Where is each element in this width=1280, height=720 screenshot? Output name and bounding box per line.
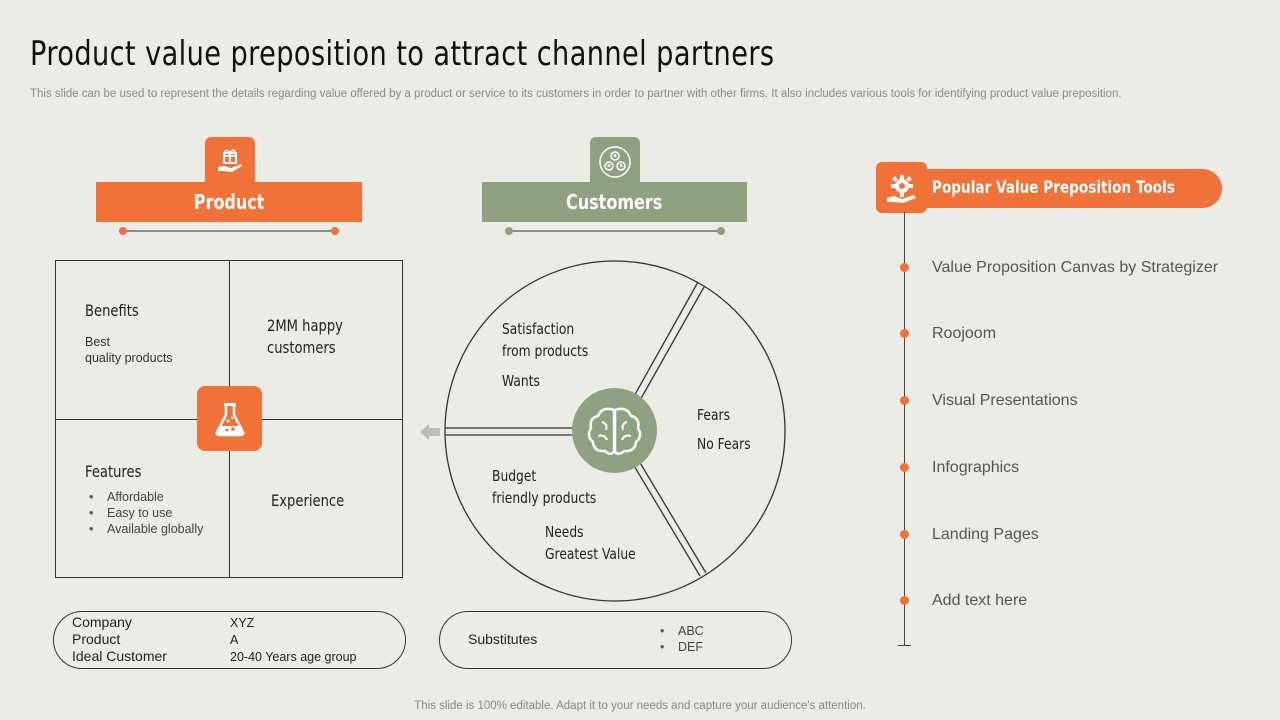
customers-banner: Customers <box>482 182 747 222</box>
tool-dot-4 <box>900 463 909 472</box>
substitutes-list: ABC DEF <box>656 623 704 655</box>
tool-item-1: Value Proposition Canvas by Strategizer <box>932 259 1219 276</box>
product-value: A <box>230 633 239 647</box>
substitute-item-1: ABC <box>656 623 704 639</box>
feature-item-2: Easy to use <box>85 505 203 521</box>
feature-item-3: Available globally <box>85 521 203 537</box>
tool-item-6: Add text here <box>932 592 1028 609</box>
product-divider <box>119 227 339 235</box>
pie-segment-needs-2: Needs Greatest Value <box>545 521 656 565</box>
company-info-pill <box>53 611 406 669</box>
customers-banner-label: Customers <box>566 190 663 214</box>
seg2-line-2: No Fears <box>697 435 751 453</box>
gear-hand-icon <box>876 162 927 213</box>
seg3-line-3: Needs <box>545 523 584 541</box>
flask-icon <box>197 386 262 451</box>
substitutes-label: Substitutes <box>468 631 538 647</box>
happy-line-1: 2MM happy <box>267 316 343 335</box>
tool-item-3: Visual Presentations <box>932 392 1078 409</box>
feature-item-1: Affordable <box>85 489 203 505</box>
page-subtitle: This slide can be used to represent the … <box>30 88 1122 100</box>
experience-label: Experience <box>271 491 345 510</box>
company-label: Company <box>72 614 132 630</box>
tool-dot-3 <box>900 396 909 405</box>
pie-segment-fears: Fears No Fears <box>697 404 762 455</box>
benefits-line-2: quality products <box>85 351 173 365</box>
tools-timeline-line <box>904 212 905 645</box>
company-info-values: XYZ A 20-40 Years age group <box>230 615 357 666</box>
product-banner: Product <box>96 182 362 222</box>
page-footer: This slide is 100% editable. Adapt it to… <box>414 700 866 712</box>
features-cell: Features Affordable Easy to use Availabl… <box>85 461 203 537</box>
tool-dot-2 <box>900 329 909 338</box>
product-banner-label: Product <box>193 190 265 214</box>
company-value: XYZ <box>230 616 255 630</box>
happy-customers-cell: 2MM happy customers <box>267 315 360 359</box>
company-info-labels: Company Product Ideal Customer <box>72 614 167 665</box>
benefits-cell: Benefits Best quality products <box>85 300 173 366</box>
seg2-line-1: Fears <box>697 406 730 424</box>
tools-banner-label: Popular Value Preposition Tools <box>932 178 1175 198</box>
ideal-customer-value: 20-40 Years age group <box>230 650 357 664</box>
seg1-line-2: from products <box>502 342 589 360</box>
seg3-line-4: Greatest Value <box>545 545 636 563</box>
experience-cell: Experience <box>271 490 360 512</box>
ideal-customer-label: Ideal Customer <box>72 648 167 664</box>
page-title: Product value preposition to attract cha… <box>30 34 775 74</box>
pie-segment-needs: Budget friendly products <box>492 465 619 509</box>
tools-timeline-end <box>898 645 911 646</box>
seg1-line-1: Satisfaction <box>502 320 575 338</box>
tool-dot-1 <box>900 263 909 272</box>
brain-icon <box>572 388 657 473</box>
substitute-item-2: DEF <box>656 639 704 655</box>
tools-banner <box>876 169 1222 208</box>
pie-segment-wants: Satisfaction from products Wants <box>502 318 607 392</box>
features-title: Features <box>85 462 142 481</box>
tool-dot-6 <box>900 596 909 605</box>
happy-line-2: customers <box>267 338 336 357</box>
benefits-title: Benefits <box>85 301 139 320</box>
benefits-line-1: Best <box>85 335 111 349</box>
seg3-line-1: Budget <box>492 467 537 485</box>
tool-item-2: Roojoom <box>932 325 997 342</box>
tool-item-5: Landing Pages <box>932 526 1039 543</box>
seg3-line-2: friendly products <box>492 489 597 507</box>
tool-item-4: Infographics <box>932 459 1020 476</box>
customers-divider <box>505 227 725 235</box>
gift-hand-icon <box>205 137 255 187</box>
product-label: Product <box>72 631 121 647</box>
users-icon <box>590 137 640 187</box>
tool-dot-5 <box>900 530 909 539</box>
seg1-line-3: Wants <box>502 372 540 390</box>
substitutes-pill <box>439 611 792 669</box>
arrow-left-icon <box>420 424 440 440</box>
